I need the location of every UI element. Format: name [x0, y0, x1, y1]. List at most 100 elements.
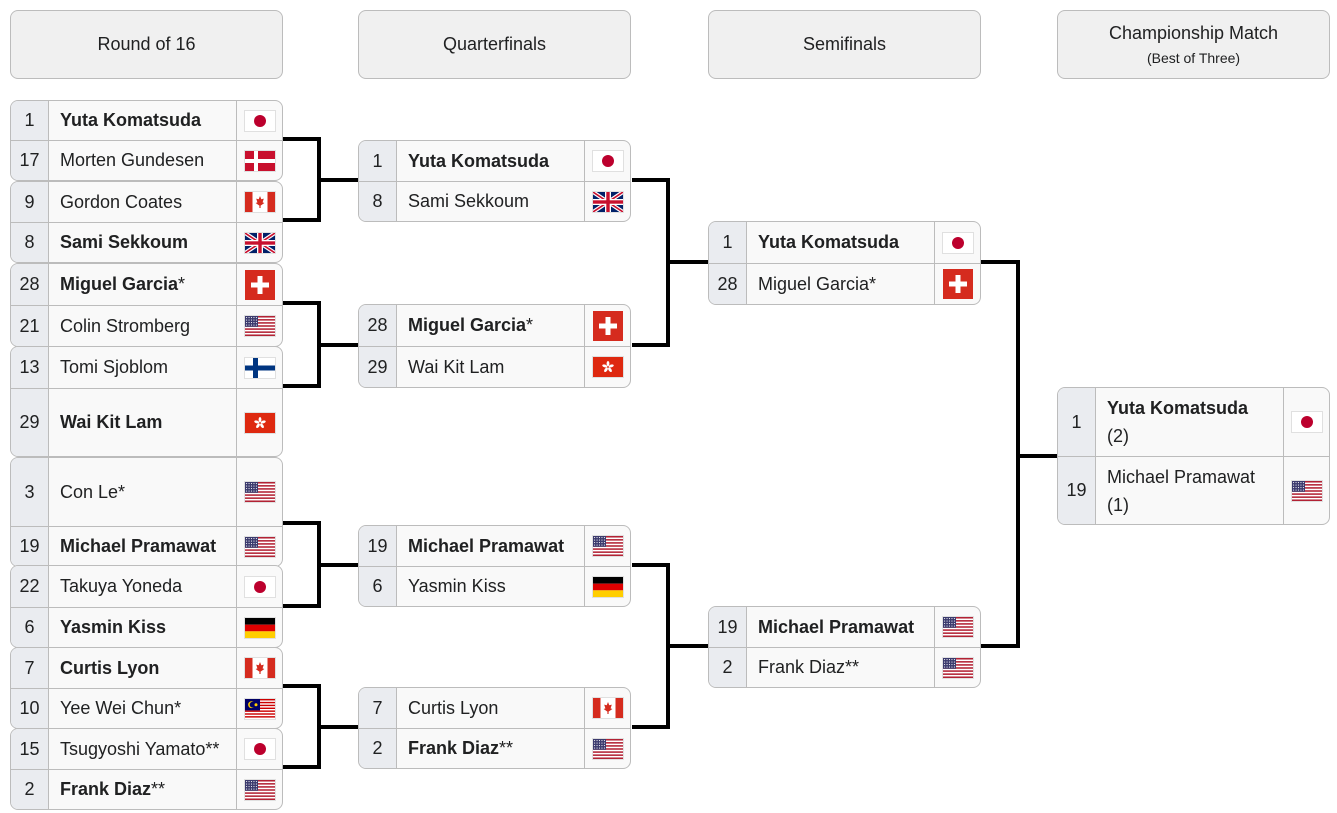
player-name-cell: Sami Sekkoum — [49, 223, 237, 262]
player-name: Miguel Garcia — [408, 315, 527, 335]
japan-flag-icon — [237, 729, 282, 769]
player-name-line: Michael Pramawat — [758, 617, 914, 638]
player-seed: 3 — [11, 458, 49, 526]
player-name-cell: Michael Pramawat — [747, 607, 935, 647]
player-name: Frank Diaz — [408, 738, 500, 758]
switzerland-flag-icon — [935, 264, 980, 304]
switzerland-flag-icon — [585, 305, 630, 346]
player-row: 8 Sami Sekkoum — [359, 181, 630, 221]
player-name: Michael Pramawat — [1107, 466, 1256, 487]
player-name: Tomi Sjoblom — [60, 357, 169, 377]
player-name-line: Michael Pramawat — [1107, 463, 1255, 491]
hongkong-flag-icon — [237, 389, 282, 456]
player-name-line: Wai Kit Lam — [408, 357, 504, 378]
player-name-line: Sami Sekkoum — [408, 191, 529, 212]
finland-flag-icon — [237, 347, 282, 388]
player-row: 19 Michael Pramawat — [11, 526, 282, 566]
player-row: 1 Yuta Komatsuda — [11, 101, 282, 140]
japan-flag-icon — [1284, 388, 1329, 456]
player-seed: 19 — [11, 527, 49, 566]
player-seed: 9 — [11, 182, 49, 222]
round-title: Quarterfinals — [442, 34, 547, 54]
player-seed: 1 — [11, 101, 49, 140]
canada-flag-icon — [585, 688, 630, 728]
player-name: Morten Gundesen — [60, 150, 205, 170]
player-name: Yuta Komatsuda — [60, 110, 202, 130]
player-name: Gordon Coates — [60, 191, 183, 212]
player-name-line: Michael Pramawat — [60, 536, 216, 557]
player-name-cell: Frank Diaz** — [747, 648, 935, 687]
canada-flag-icon — [237, 648, 282, 688]
round-subtitle: (Best of Three) — [1146, 50, 1241, 66]
player-name: Yuta Komatsuda — [408, 150, 550, 171]
player-name-cell: Yuta Komatsuda — [49, 101, 237, 140]
player-seed: 8 — [11, 223, 49, 262]
player-footnote-mark: * — [174, 698, 182, 718]
player-seed: 19 — [1058, 457, 1096, 524]
player-footnote-mark: ** — [499, 738, 514, 758]
player-name: Frank Diaz — [60, 779, 152, 799]
usa-flag-icon — [585, 729, 630, 768]
player-row: 9 Gordon Coates — [11, 182, 282, 222]
player-name-cell: Michael Pramawat(1) — [1096, 457, 1284, 524]
player-name-line: Tsugyoshi Yamato** — [60, 739, 219, 760]
player-name: Frank Diaz — [758, 657, 846, 677]
player-name: Michael Pramawat — [60, 536, 217, 556]
round-header-quarterfinals: Quarterfinals — [358, 10, 631, 79]
hongkong-flag-icon — [585, 347, 630, 387]
player-name-cell: Miguel Garcia* — [747, 264, 935, 304]
player-name-cell: Wai Kit Lam — [49, 389, 237, 456]
player-name-cell: Michael Pramawat — [49, 527, 237, 566]
player-name-cell: Yasmin Kiss — [397, 567, 585, 606]
player-footnote-mark: ** — [845, 657, 860, 677]
player-name: Sami Sekkoum — [60, 232, 189, 252]
player-seed: 6 — [11, 608, 49, 647]
player-name-line: Takuya Yoneda — [60, 576, 182, 597]
player-name-line: Wai Kit Lam — [60, 412, 162, 433]
player-seed: 13 — [11, 347, 49, 388]
player-name-line: Con Le* — [60, 482, 125, 503]
player-name-line: Yuta Komatsuda — [60, 110, 201, 131]
player-name-cell: Frank Diaz** — [49, 770, 237, 809]
player-name: Curtis Lyon — [60, 657, 160, 678]
canada-flag-icon — [237, 182, 282, 222]
switzerland-flag-icon — [237, 264, 282, 305]
player-name: Yasmin Kiss — [60, 617, 167, 637]
player-seed: 17 — [11, 141, 49, 180]
player-seed: 8 — [359, 182, 397, 221]
player-name-line: Michael Pramawat — [408, 536, 564, 557]
player-name: Wai Kit Lam — [60, 412, 163, 432]
player-name-cell: Gordon Coates — [49, 182, 237, 222]
player-name: Curtis Lyon — [408, 697, 499, 718]
round-title: Championship Match — [1108, 23, 1279, 43]
player-name: Tsugyoshi Yamato — [60, 738, 206, 759]
player-name: Miguel Garcia — [758, 273, 870, 294]
match-box: 9 Gordon Coates 8 Sami Sekkoum — [10, 181, 283, 263]
player-row: 17 Morten Gundesen — [11, 140, 282, 180]
player-name-cell: Michael Pramawat — [397, 526, 585, 566]
usa-flag-icon — [237, 306, 282, 346]
player-seed: 29 — [359, 347, 397, 387]
player-seed: 1 — [709, 222, 747, 263]
player-name: Sami Sekkoum — [408, 191, 530, 211]
japan-flag-icon — [237, 101, 282, 140]
